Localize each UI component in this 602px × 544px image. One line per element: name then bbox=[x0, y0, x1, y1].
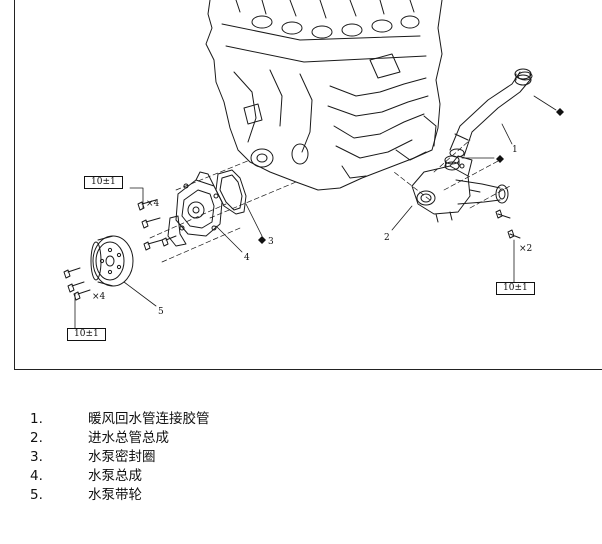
qty-inlet-bolts: ×2 bbox=[519, 244, 532, 254]
parts-list-item: 2. 进水总管总成 bbox=[30, 429, 210, 448]
part-number: 5. bbox=[30, 487, 43, 503]
callout-part-5: 5 bbox=[158, 307, 164, 317]
diamond-marker-hose-clamp bbox=[556, 108, 564, 116]
replace-markers bbox=[258, 108, 564, 244]
parts-list-item: 5. 水泵带轮 bbox=[30, 486, 210, 505]
parts-list-item: 1. 暖风回水管连接胶管 bbox=[30, 410, 210, 429]
callout-part-1: 1 bbox=[512, 145, 518, 155]
part-name: 暖风回水管连接胶管 bbox=[88, 411, 210, 427]
pulley-bolts bbox=[63, 267, 91, 301]
inlet-bolts bbox=[495, 209, 521, 239]
callout-part-4: 4 bbox=[244, 253, 250, 263]
diamond-marker-lower-clamp bbox=[496, 155, 504, 163]
part-name: 水泵带轮 bbox=[88, 487, 142, 503]
part-name: 水泵密封圈 bbox=[88, 449, 156, 465]
water-pump-seal-ring bbox=[215, 169, 247, 215]
part-name: 进水总管总成 bbox=[88, 430, 169, 446]
part-number: 3. bbox=[30, 449, 43, 465]
parts-list-item: 3. 水泵密封圈 bbox=[30, 448, 210, 467]
callout-part-2: 2 bbox=[384, 233, 390, 243]
callout-part-3: 3 bbox=[268, 237, 274, 247]
exploded-view-diagram: 1 2 3 4 5 ×4 ×4 ×2 bbox=[63, 0, 564, 329]
torque-spec-pulley-bolts: 10±1 bbox=[67, 328, 106, 341]
hose-clamp-upper bbox=[514, 68, 532, 86]
part-number: 1. bbox=[30, 411, 43, 427]
qty-pulley-bolts: ×4 bbox=[92, 292, 106, 302]
pump-bolts bbox=[137, 199, 177, 251]
parts-list: 1. 暖风回水管连接胶管 2. 进水总管总成 3. 水泵密封圈 4. 水泵总成 … bbox=[30, 410, 210, 505]
water-pump-assembly bbox=[167, 171, 223, 247]
water-inlet-pipe-assembly bbox=[411, 155, 509, 223]
water-pump-pulley bbox=[90, 235, 134, 287]
part-number: 4. bbox=[30, 468, 43, 484]
part-name: 水泵总成 bbox=[88, 468, 142, 484]
diagram-frame bbox=[14, 0, 602, 370]
parts-list-item: 4. 水泵总成 bbox=[30, 467, 210, 486]
leader-lines bbox=[74, 95, 557, 329]
part-number: 2. bbox=[30, 430, 43, 446]
torque-spec-pump-bolts: 10±1 bbox=[84, 176, 123, 189]
diamond-marker-seal-ring bbox=[258, 236, 266, 244]
engine-block bbox=[205, 0, 443, 191]
qty-pump-bolts: ×4 bbox=[146, 199, 160, 209]
torque-spec-inlet-bolts: 10±1 bbox=[496, 282, 535, 295]
